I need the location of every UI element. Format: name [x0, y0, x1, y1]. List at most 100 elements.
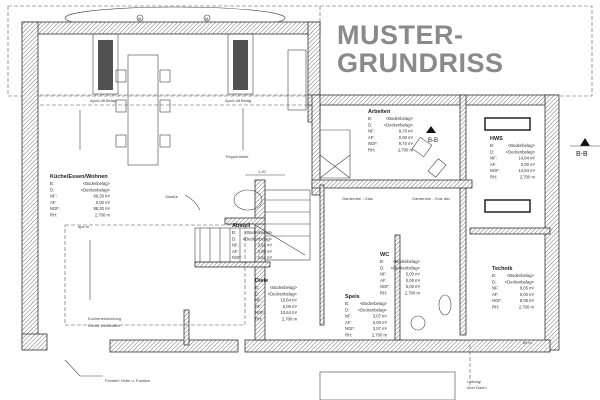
room-attr-value: <Deckenbelag>: [81, 187, 111, 192]
annotation-kueche: Kücheneinrichtung: [88, 316, 121, 321]
room-attr-value: 0,00 m²: [258, 249, 273, 254]
section-marker-label: B-B: [428, 138, 438, 144]
room-name: Speis: [345, 294, 360, 300]
room-attr-value: <Deckenbelag>: [506, 149, 536, 154]
room-attr-key: NGF:: [345, 326, 355, 331]
room-attr-key: AF:: [232, 249, 239, 254]
room-attr-key: D:: [368, 122, 372, 127]
room-attr-key: NF:: [492, 286, 499, 291]
room-attr-key: D:: [492, 279, 496, 284]
annotation-small: apo m: [78, 224, 90, 229]
desk-icon: [427, 158, 447, 178]
room-attr-key: B:: [368, 116, 372, 121]
room-name: Küche/Essen/Wohnen: [50, 174, 108, 180]
room-attr-value: 86,30 m²: [93, 206, 110, 211]
room-label: WCB:<Bodenbelag>D:<Deckenbelag>NF:5,00 m…: [380, 252, 421, 296]
room-attr-value: 3,07 m²: [373, 314, 388, 319]
room-attr-value: 2,700 m: [405, 291, 421, 296]
room-name: HWS: [490, 136, 503, 142]
room-attr-key: D:: [490, 149, 494, 154]
room-attr-value: 2,700 m: [372, 333, 388, 338]
room-label: HWSB:<Bodenbelag>D:<Deckenbelag>NF:14,84…: [490, 136, 536, 180]
room-attr-value: 2,700 m: [95, 213, 111, 218]
room-attr-key: NF:: [380, 272, 387, 277]
room-attr-value: 0,00 m²: [283, 304, 298, 309]
room-attr-key: RH:: [492, 305, 499, 310]
room-attr-key: B:: [490, 143, 494, 148]
room-attr-value: <Deckenbelag>: [505, 279, 535, 284]
room-attr-value: 5,00 m²: [406, 284, 421, 289]
annotation-leitung: Leitung!: [467, 379, 481, 384]
room-attr-value: <Bodenbelag>: [360, 301, 388, 306]
bathtub: [484, 199, 531, 213]
room-attr-key: AF:: [368, 135, 375, 140]
annotation-garderobe-holz: Garderobe - Holz abc: [412, 196, 450, 201]
room-attr-key: AF:: [50, 200, 57, 205]
dimension-label: 1,20: [258, 169, 267, 174]
room-attr-value: <Deckenbelag>: [268, 291, 298, 296]
room-attr-key: D:: [345, 307, 349, 312]
room-attr-value: 0,00 m²: [399, 135, 414, 140]
room-attr-value: <Bodenbelag>: [507, 273, 535, 278]
room-attr-value: <Bodenbelag>: [393, 259, 421, 264]
room-attr-value: 8,05 m²: [520, 298, 535, 303]
room-attr-value: <Bodenbelag>: [83, 181, 111, 186]
title-line-2: GRUNDRISS: [337, 48, 504, 78]
room-attr-value: <Bodenbelag>: [245, 230, 273, 235]
room-attr-key: B:: [232, 230, 236, 235]
room-attr-value: 14,84 m²: [518, 168, 535, 173]
room-attr-value: 9,70 m²: [399, 141, 414, 146]
room-attr-key: NGF:: [490, 168, 500, 173]
room-attr-key: D:: [50, 187, 54, 192]
leader-line: [64, 359, 103, 377]
room-attr-key: NF:: [255, 298, 262, 303]
room-attr-value: 2,81 m²: [258, 243, 273, 248]
room-attr-value: 2,81 m²: [258, 255, 273, 260]
room-attr-key: AF:: [490, 162, 497, 167]
room-attr-value: 3,07 m²: [373, 326, 388, 331]
room-attr-value: 2,700 m: [282, 317, 298, 322]
room-attr-value: <Bodenbelag>: [508, 143, 536, 148]
glass-door-arc: [184, 194, 201, 211]
lower-structure: [319, 371, 456, 400]
annotation-small: tbl m: [523, 340, 532, 345]
annotation-fenster: Fenster! Höhe u. Position: [105, 378, 150, 383]
room-attr-value: 2,700 m: [520, 175, 536, 180]
room-attr-value: 8,05 m²: [520, 286, 535, 291]
room-label: Küche/Essen/WohnenB:<Bodenbelag>D:<Decke…: [50, 174, 111, 218]
axis-label: M: [205, 16, 208, 21]
sink-icon: [438, 294, 452, 316]
room-attr-value: 0,00 m²: [520, 292, 535, 297]
room-attr-key: NGF:: [368, 141, 378, 146]
room-attr-key: B:: [492, 273, 496, 278]
room-name: Abstell: [232, 223, 251, 229]
room-attr-key: AF:: [255, 304, 262, 309]
title-line-1: MUSTER-: [337, 20, 464, 50]
room-attr-key: RH:: [368, 148, 375, 153]
annotation-apo-right: Apo/Lüft Belag: [225, 98, 251, 103]
walls: [21, 21, 560, 353]
sofa: [287, 49, 307, 111]
chairs: [115, 69, 171, 148]
annotation-garderobe-glas: Garderobe - Glas: [342, 196, 373, 201]
room-attr-key: B:: [380, 259, 384, 264]
annotation-treppenstufe: Treppenstufe: [225, 154, 249, 159]
room-attr-key: AF:: [492, 292, 499, 297]
staircase: [194, 189, 311, 263]
room-attr-value: 0,00 m²: [96, 200, 111, 205]
room-attr-value: <Bodenbelag>: [386, 116, 414, 121]
room-attr-value: 2,700 m: [519, 305, 535, 310]
chair-icon: [411, 136, 433, 158]
room-attr-value: 10,64 m²: [280, 310, 297, 315]
room-name: WC: [380, 252, 389, 258]
room-attr-key: RH:: [255, 317, 262, 322]
room-attr-key: NF:: [368, 129, 375, 134]
section-marker-icon: [426, 126, 436, 133]
room-attr-value: 0,00 m²: [406, 278, 421, 283]
section-marker-icon: [580, 138, 590, 146]
room-attr-key: NGF:: [492, 298, 502, 303]
room-attr-value: 10,64 m²: [280, 298, 297, 303]
room-attr-key: NF:: [345, 314, 352, 319]
axis-label: M: [138, 16, 141, 21]
